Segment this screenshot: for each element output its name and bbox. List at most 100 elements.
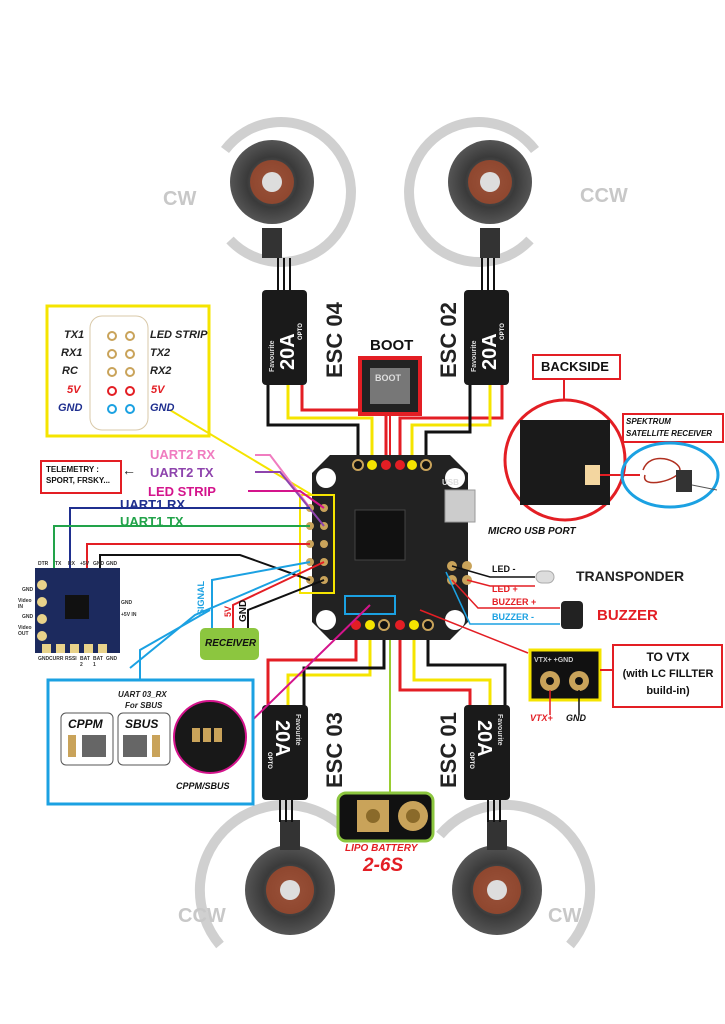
direction-label-top-right: CCW — [580, 185, 628, 207]
esc-wires — [266, 258, 507, 822]
pin-label: RX1 — [61, 347, 83, 359]
vtx-gnd-label: GND — [566, 713, 586, 723]
sbus-pad-highlight — [344, 595, 396, 615]
uart1-rx-label: UART1 RX — [120, 497, 186, 512]
osd-pin-label: RSSI — [65, 656, 77, 662]
osd-pin-label: GND — [121, 600, 133, 606]
osd-pin-label: GND — [38, 656, 50, 662]
osd-pin-label: GND — [22, 614, 34, 620]
esc-03-label: ESC 03 — [322, 712, 347, 788]
buzzer-minus-label: BUZZER - — [492, 612, 534, 622]
osd-pin-label: +5V — [80, 561, 90, 567]
osd-board — [35, 568, 120, 653]
receiver-box — [200, 628, 259, 660]
esc-02-board: 20A OPTO Favourite — [464, 290, 509, 385]
uart1-tx-label: UART1 TX — [120, 514, 184, 529]
backside-label: BACKSIDE — [541, 359, 609, 374]
esc-01-board: 20A OPTO Favourite — [464, 705, 510, 800]
spektrum-label-2: SATELLITE RECEIVER — [626, 429, 713, 438]
led-minus-label: LED - — [492, 564, 516, 574]
sbus-info-box — [46, 678, 255, 806]
rotation-arrow-icon — [436, 799, 596, 949]
esc-rating: 20A — [277, 333, 299, 370]
usb-silk: USB — [442, 478, 459, 487]
esc-rating: 20A — [479, 333, 501, 370]
lipo-battery-label: LIPO BATTERY — [345, 843, 418, 854]
pin-label: 5V — [151, 384, 165, 396]
pin-label: TX2 — [150, 347, 171, 359]
boot-label: BOOT — [370, 337, 413, 354]
backside-label-box — [532, 354, 621, 380]
telemetry-line-2: SPORT, FRSKY... — [46, 476, 111, 485]
osd-pin-label: TX — [55, 561, 62, 567]
transponder-label: TRANSPONDER — [576, 568, 685, 584]
spektrum-label-box — [622, 413, 724, 443]
cppm-label: CPPM — [68, 717, 103, 731]
motor-bottom-right — [436, 799, 596, 949]
osd-pin-label: +5V IN — [121, 612, 137, 618]
esc-brand: Favourite — [471, 340, 478, 372]
boot-pad-text: BOOT — [375, 373, 402, 383]
led-plus-label: LED + — [492, 584, 518, 594]
pin-label: RC — [62, 365, 78, 377]
buzzer-label: BUZZER — [597, 607, 658, 624]
rotation-arrow-icon — [221, 117, 356, 267]
pin-label: GND — [58, 402, 83, 414]
esc-04-label: ESC 04 — [322, 301, 347, 378]
esc-03-board: 20A OPTO Favourite — [262, 705, 308, 800]
esc-04-board: 20A OPTO Favourite — [262, 290, 307, 385]
motor-top-right — [404, 117, 539, 267]
vtx-label: TO VTX (with LC FILLTER build-in) — [614, 648, 722, 700]
osd-pin-label: GND — [22, 587, 34, 593]
pin-label: GND — [150, 402, 175, 414]
spektrum-receiver-photo — [620, 441, 720, 509]
battery-pads-photo — [336, 791, 435, 843]
usb-connector — [444, 489, 476, 523]
flight-controller-board: USB — [299, 455, 476, 640]
buzzer-plus-label: BUZZER + — [492, 597, 537, 607]
backside-photo — [503, 398, 627, 522]
arrow-left-icon: ← — [122, 462, 136, 478]
buzzer-icon — [561, 601, 583, 629]
transponder-led-icon — [535, 570, 555, 584]
esc-suffix: OPTO — [298, 323, 304, 340]
osd-pin-label: BAT 2 — [80, 656, 90, 668]
esc-brand: Favourite — [269, 340, 276, 372]
boot-pad-photo: BOOT — [358, 356, 422, 416]
spektrum-label-1: SPEKTRUM — [626, 417, 671, 426]
pin-label: TX1 — [64, 329, 85, 341]
esc-suffix: OPTO — [468, 752, 474, 769]
esc-01-label: ESC 01 — [436, 712, 461, 788]
esc-brand: Favourite — [294, 714, 301, 746]
rotation-arrow-icon — [194, 799, 354, 949]
esc-suffix: OPTO — [266, 752, 272, 769]
sbus-title-2: For SBUS — [125, 701, 163, 710]
receiver-gnd-label: GND — [238, 599, 249, 622]
receiver-signal-label: SIGNAL — [196, 580, 206, 615]
cppm-sbus-caption: CPPM/SBUS — [176, 781, 230, 791]
pin-label: RX2 — [150, 365, 172, 377]
telemetry-box: TELEMETRY : SPORT, FRSKY... — [40, 460, 122, 494]
direction-label-top-left: CW — [163, 188, 196, 210]
esc-rating: 20A — [473, 720, 495, 757]
osd-pin-label: GND — [106, 656, 118, 662]
uart2-tx-label: UART2 TX — [150, 465, 214, 480]
vtx-label-line-3: build-in) — [646, 685, 690, 697]
vtx-pads-photo: VTX+ +GND — [528, 648, 602, 702]
receiver-5v-label: 5V — [223, 605, 233, 617]
battery-cells-label: 2-6S — [363, 855, 404, 876]
vtx-label-line-1: TO VTX — [646, 650, 690, 664]
vtx-silk: VTX+ +GND — [534, 657, 573, 664]
esc-solder-pads-top — [352, 459, 432, 471]
osd-pin-label: CURR — [49, 656, 64, 662]
rotation-arrow-icon — [404, 117, 539, 267]
sbus-label: SBUS — [125, 717, 159, 731]
vtx-label-line-2: (with LC FILLTER — [622, 668, 714, 680]
osd-pin-label: GND — [93, 561, 105, 567]
esc-02-label: ESC 02 — [436, 302, 461, 378]
receiver-label: RECEIVER — [205, 638, 257, 649]
motor-top-left — [221, 117, 356, 267]
direction-label-bottom-left: CCW — [178, 905, 226, 927]
